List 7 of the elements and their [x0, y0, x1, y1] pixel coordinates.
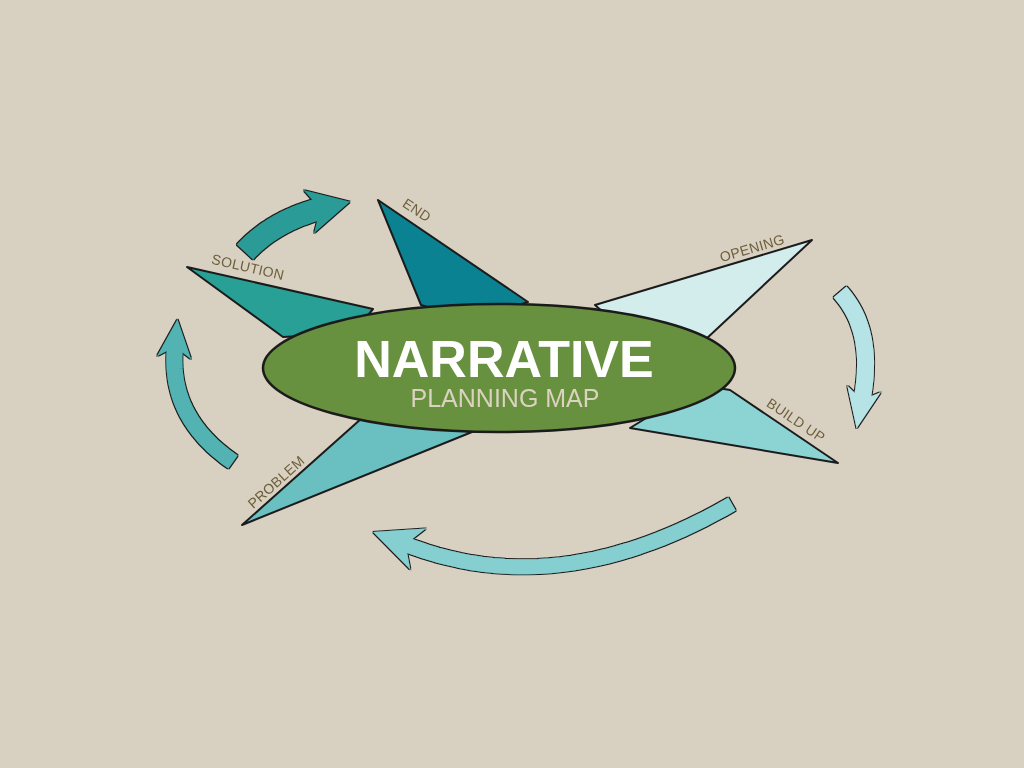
- curved-arrow: [833, 286, 881, 429]
- curved-arrow: [236, 190, 350, 261]
- subtitle-text: PLANNING MAP: [410, 386, 600, 411]
- stage-label: END: [399, 194, 435, 226]
- curved-arrow: [373, 497, 736, 575]
- title-text: NARRATIVE: [354, 333, 654, 385]
- curved-arrow: [157, 319, 238, 469]
